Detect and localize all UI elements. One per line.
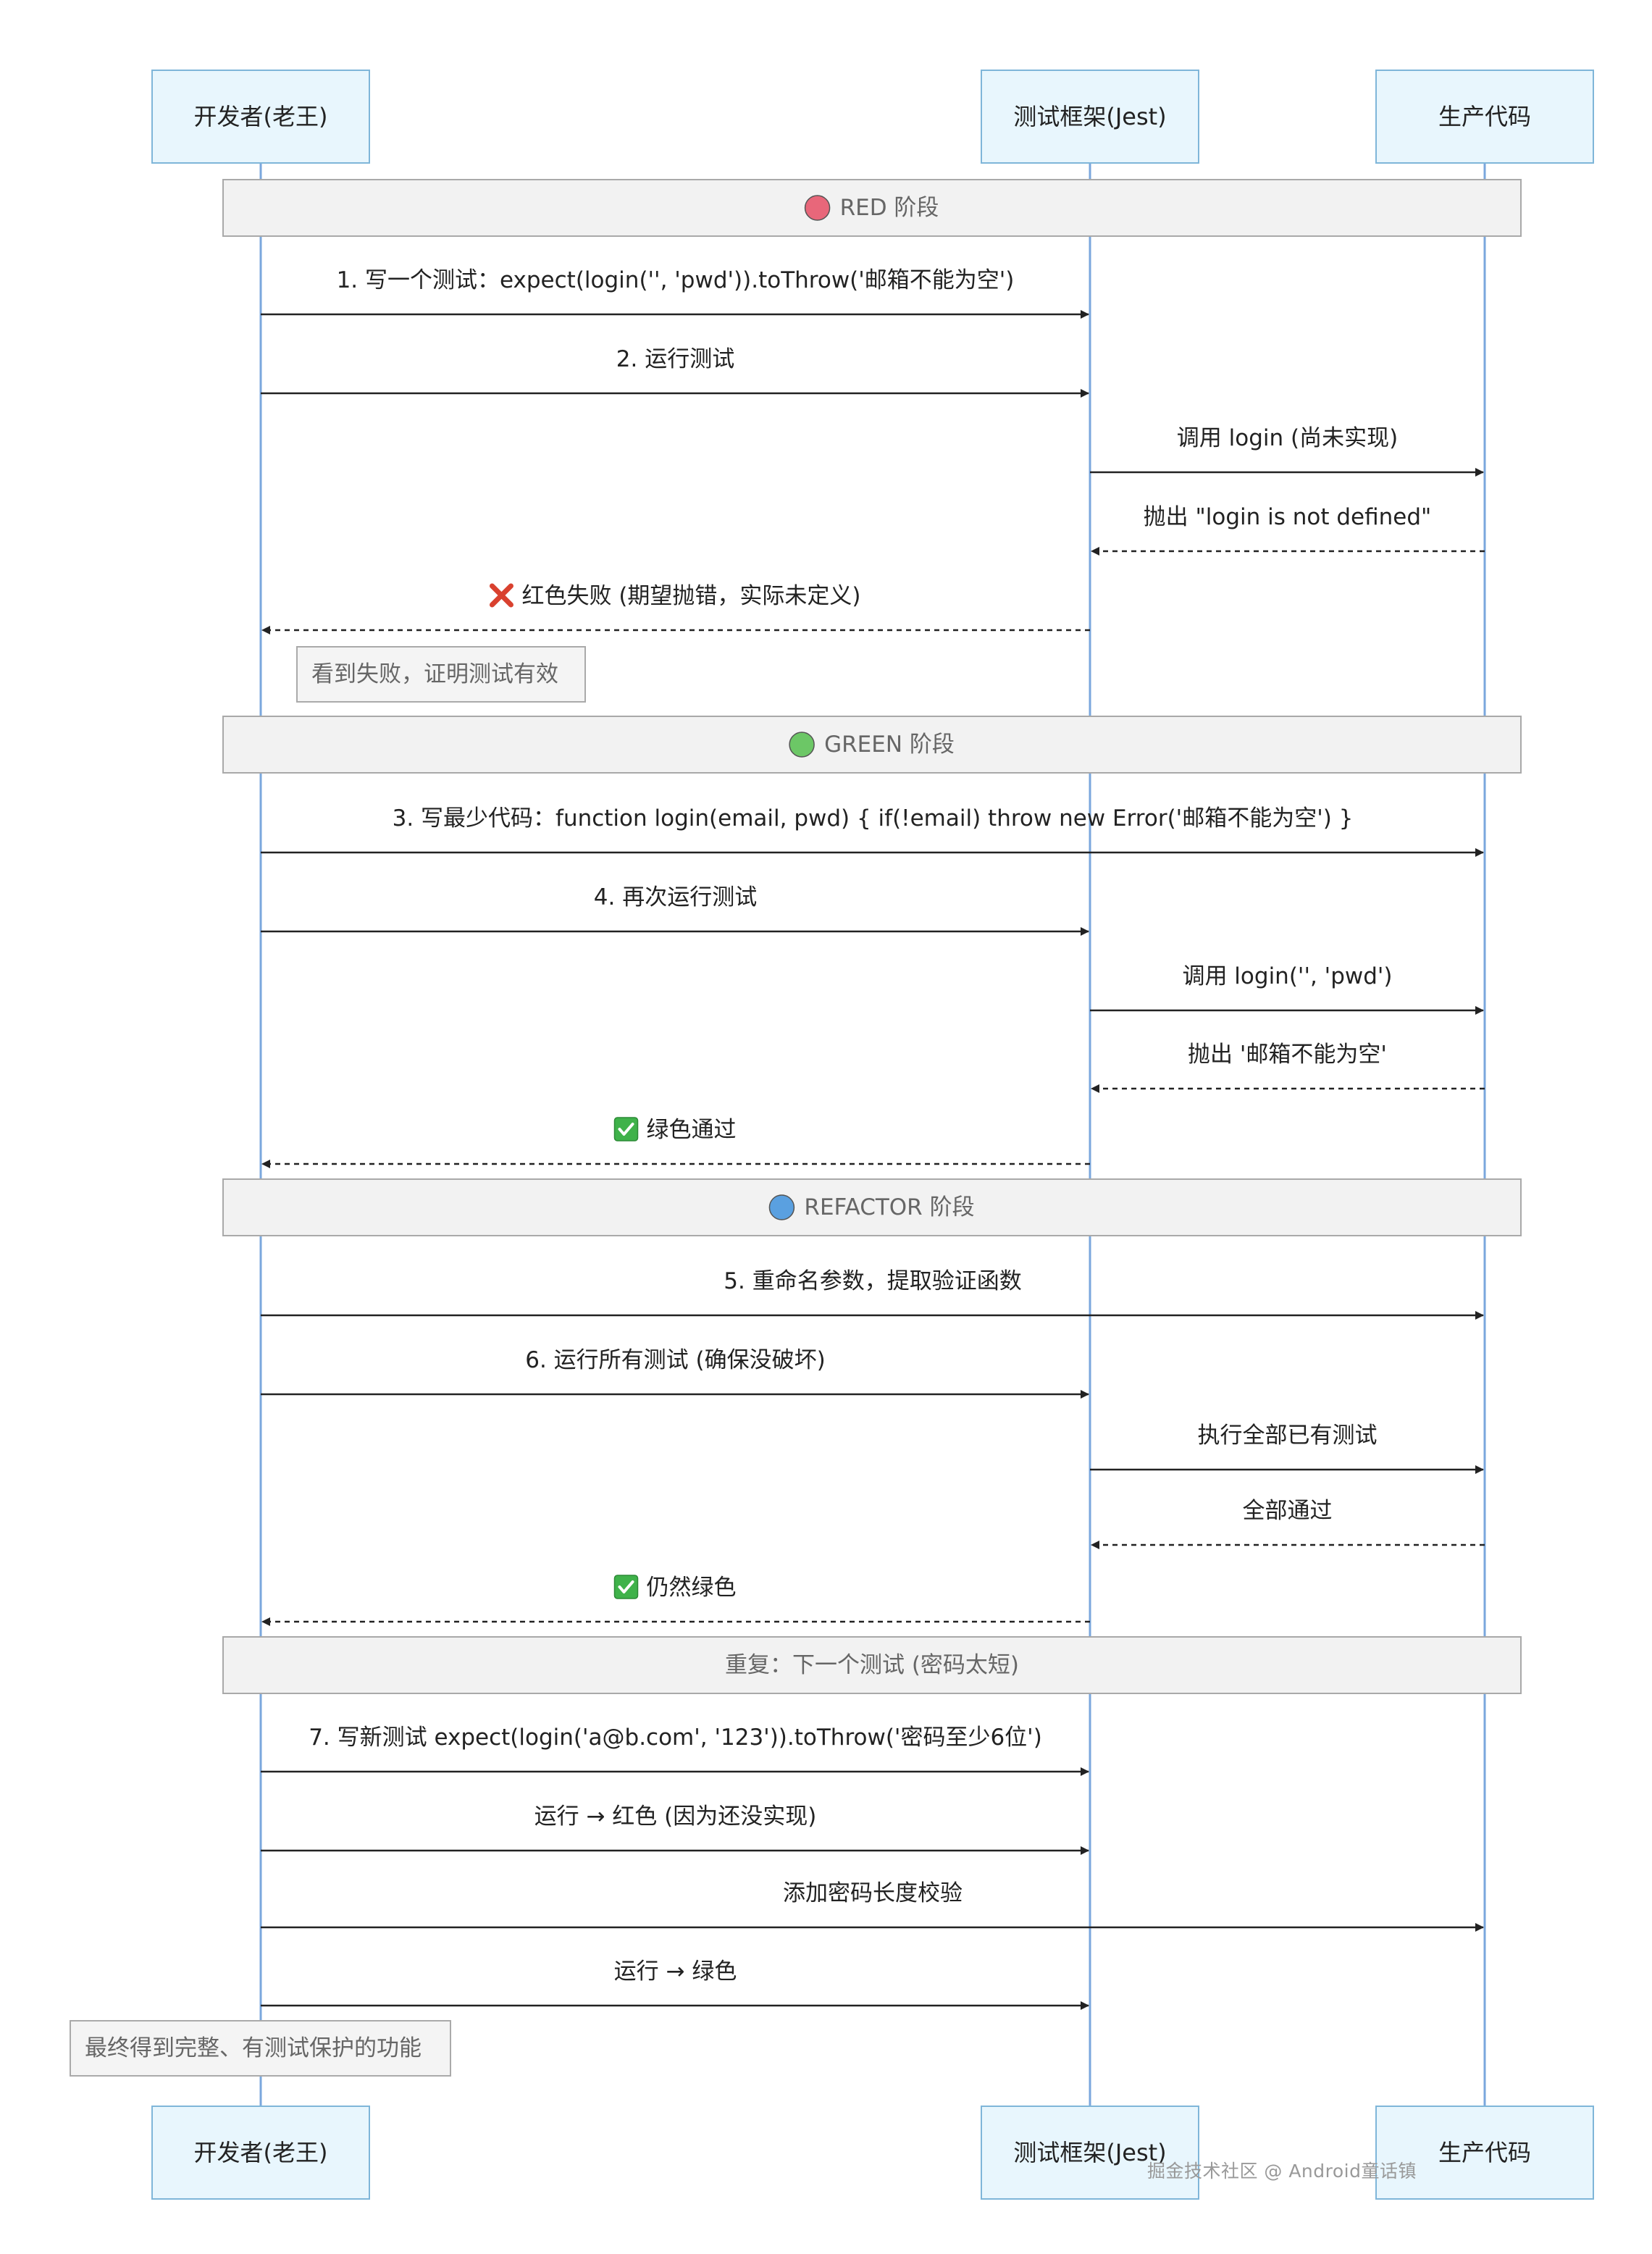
message-label: 1. 写一个测试：expect(login('', 'pwd')).toThro… — [337, 267, 1015, 293]
message-17: 运行 → 红色 (因为还没实现) — [261, 1803, 1089, 1855]
message-15: 仍然绿色 — [261, 1575, 1090, 1626]
blue-circle-icon — [768, 1194, 795, 1220]
message-label: 执行全部已有测试 — [1198, 1423, 1378, 1449]
actor-prod-bottom: 生产代码 — [1375, 2106, 1594, 2200]
message-label: 调用 login (尚未实现) — [1177, 425, 1398, 451]
actor-label: 开发者(老王) — [194, 103, 328, 130]
note-final: 最终得到完整、有测试保护的功能 — [70, 2020, 451, 2077]
cross-mark-icon — [489, 583, 513, 608]
actor-label: 开发者(老王) — [194, 2139, 328, 2166]
message-label: 3. 写最少代码：function login(email, pwd) { if… — [393, 805, 1354, 831]
message-label: 2. 运行测试 — [616, 346, 734, 372]
phase-band-repeat: 重复：下一个测试 (密码太短) — [222, 1636, 1522, 1694]
actor-label: 测试框架(Jest) — [1013, 2139, 1166, 2166]
message-11: 5. 重命名参数，提取验证函数 — [261, 1268, 1484, 1320]
message-label: 添加密码长度校验 — [783, 1880, 963, 1906]
message-label: 绿色通过 — [647, 1117, 737, 1143]
message-3: 调用 login (尚未实现) — [1090, 425, 1484, 477]
message-13: 执行全部已有测试 — [1090, 1423, 1484, 1474]
message-6: 3. 写最少代码：function login(email, pwd) { if… — [261, 805, 1484, 857]
message-label: 6. 运行所有测试 (确保没破坏) — [525, 1347, 825, 1373]
message-18: 添加密码长度校验 — [261, 1880, 1484, 1932]
actor-label: 测试框架(Jest) — [1013, 103, 1166, 130]
message-2: 2. 运行测试 — [261, 346, 1089, 398]
watermark: 掘金技术社区 @ Android童话镇 — [1146, 2161, 1417, 2182]
actor-dev-top: 开发者(老王) — [151, 70, 370, 164]
phase-label: RED 阶段 — [840, 195, 939, 221]
message-16: 7. 写新测试 expect(login('a@b.com', '123')).… — [261, 1725, 1089, 1776]
message-label: 仍然绿色 — [647, 1575, 737, 1601]
message-9: 抛出 '邮箱不能为空' — [1091, 1042, 1485, 1093]
message-7: 4. 再次运行测试 — [261, 884, 1089, 936]
message-label: 运行 → 红色 (因为还没实现) — [534, 1803, 817, 1830]
message-8: 调用 login('', 'pwd') — [1090, 963, 1484, 1015]
message-1: 1. 写一个测试：expect(login('', 'pwd')).toThro… — [261, 267, 1089, 319]
message-label: 抛出 "login is not defined" — [1144, 504, 1432, 530]
phase-band-green: GREEN 阶段 — [222, 716, 1522, 774]
note-label: 看到失败，证明测试有效 — [311, 661, 558, 687]
red-circle-icon — [804, 195, 831, 221]
message-label: 调用 login('', 'pwd') — [1182, 963, 1392, 989]
phase-band-refactor: REFACTOR 阶段 — [222, 1178, 1522, 1236]
message-19: 运行 → 绿色 — [261, 1958, 1089, 2010]
actor-jest-bottom: 测试框架(Jest) — [981, 2106, 1199, 2200]
actor-label: 生产代码 — [1438, 2139, 1531, 2166]
phase-label: GREEN 阶段 — [824, 732, 955, 758]
message-label: 红色失败 (期望抛错，实际未定义) — [521, 583, 860, 609]
check-mark-icon — [613, 1117, 639, 1141]
actor-label: 生产代码 — [1438, 103, 1531, 130]
message-14: 全部通过 — [1091, 1498, 1485, 1549]
message-10: 绿色通过 — [261, 1117, 1090, 1168]
actor-dev-bottom: 开发者(老王) — [151, 2106, 370, 2200]
phase-label: 重复：下一个测试 (密码太短) — [725, 1652, 1019, 1678]
actor-jest-top: 测试框架(Jest) — [981, 70, 1199, 164]
message-label: 7. 写新测试 expect(login('a@b.com', '123')).… — [309, 1725, 1042, 1751]
message-label: 抛出 '邮箱不能为空' — [1188, 1042, 1387, 1068]
message-label: 全部通过 — [1243, 1498, 1333, 1524]
message-4: 抛出 "login is not defined" — [1091, 504, 1485, 556]
message-5: 红色失败 (期望抛错，实际未定义) — [261, 583, 1090, 634]
phase-label: REFACTOR 阶段 — [804, 1194, 974, 1220]
green-circle-icon — [789, 732, 815, 758]
phase-band-red: RED 阶段 — [222, 179, 1522, 237]
note-label: 最终得到完整、有测试保护的功能 — [85, 2035, 422, 2061]
message-label: 4. 再次运行测试 — [594, 884, 757, 910]
message-label: 运行 → 绿色 — [614, 1958, 737, 1985]
message-label: 5. 重命名参数，提取验证函数 — [724, 1268, 1021, 1294]
note-red: 看到失败，证明测试有效 — [296, 646, 586, 703]
check-mark-icon — [613, 1575, 639, 1599]
actor-prod-top: 生产代码 — [1375, 70, 1594, 164]
message-12: 6. 运行所有测试 (确保没破坏) — [261, 1347, 1089, 1399]
